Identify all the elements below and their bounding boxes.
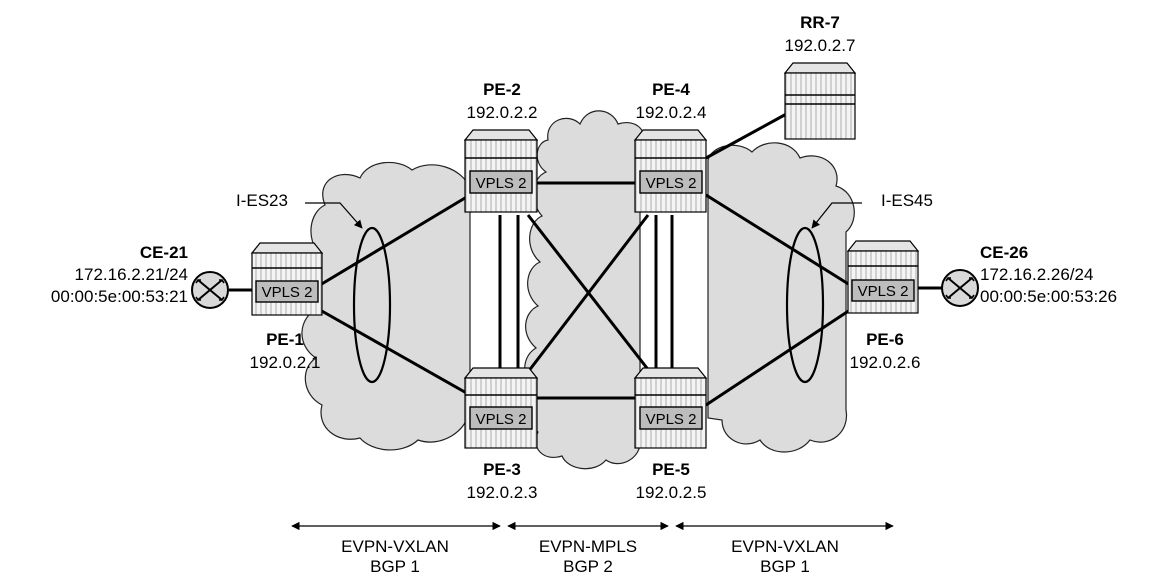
pe5-ip: 192.0.2.5 <box>636 483 707 502</box>
pe4-name: PE-4 <box>652 80 690 99</box>
pe1-name: PE-1 <box>266 330 304 349</box>
pe5-router[interactable]: VPLS 2 <box>633 367 708 449</box>
pe6-service-box <box>851 279 915 302</box>
pe3-service-box <box>469 406 533 430</box>
link-pe5-pe6 <box>705 308 851 407</box>
link-pe1-pe3 <box>319 308 471 397</box>
domain-left-line1: EVPN-VXLAN <box>341 537 449 556</box>
ce26-router-icon[interactable] <box>941 269 979 307</box>
pe4-ip: 192.0.2.4 <box>636 103 707 122</box>
ies23-pointer <box>305 202 363 229</box>
pe1-router[interactable]: VPLS 2 <box>250 242 324 316</box>
pe3-service-label: VPLS 2 <box>476 411 527 428</box>
pe6-name: PE-6 <box>866 330 904 349</box>
link-pe4-pe3 <box>526 214 650 373</box>
ies45-ellipse <box>785 226 825 384</box>
domain-right-line2: BGP 1 <box>760 557 810 576</box>
pe4-service-box <box>639 170 703 194</box>
rr7-router[interactable] <box>783 62 857 140</box>
domain-right-line1: EVPN-VXLAN <box>731 537 839 556</box>
ies45-label: I-ES45 <box>881 191 933 210</box>
ce21-router-icon[interactable] <box>191 271 229 309</box>
right-vxlan-cloud <box>707 142 855 453</box>
domain-left-line2: BGP 1 <box>370 557 420 576</box>
rr7-name: RR-7 <box>800 13 840 32</box>
pe4-service-label: VPLS 2 <box>646 175 697 192</box>
pe2-service-label: VPLS 2 <box>476 175 527 192</box>
ce21-mac: 00:00:5e:00:53:21 <box>51 287 188 306</box>
domain-center-line2: BGP 2 <box>563 557 613 576</box>
pe1-ip: 192.0.2.1 <box>250 353 321 372</box>
pe2-router[interactable]: VPLS 2 <box>463 129 539 213</box>
pe5-service-label: VPLS 2 <box>646 411 697 428</box>
ies23-ellipse <box>352 226 392 384</box>
pe3-ip: 192.0.2.3 <box>467 483 538 502</box>
pe6-service-label: VPLS 2 <box>858 283 909 300</box>
pe1-service-label: VPLS 2 <box>262 284 313 301</box>
pe6-router[interactable]: VPLS 2 <box>846 240 920 314</box>
link-pe4-pe6 <box>705 193 851 287</box>
pe2-service-box <box>469 170 533 194</box>
ce26-mac: 00:00:5e:00:53:26 <box>980 287 1117 306</box>
pe5-name: PE-5 <box>652 460 690 479</box>
left-vxlan-cloud <box>301 161 471 451</box>
pe6-ip: 192.0.2.6 <box>850 353 921 372</box>
ce21-ip: 172.16.2.21/24 <box>75 265 188 284</box>
link-pe4-rr7 <box>705 110 791 160</box>
ce26-ip: 172.16.2.26/24 <box>980 265 1093 284</box>
domain-center-line1: EVPN-MPLS <box>539 537 637 556</box>
pe1-service-box <box>255 280 319 303</box>
link-pe1-pe2 <box>319 193 471 287</box>
rr7-ip: 192.0.2.7 <box>785 36 856 55</box>
pe5-service-box <box>639 406 703 430</box>
pe2-ip: 192.0.2.2 <box>467 103 538 122</box>
pe3-name: PE-3 <box>483 460 521 479</box>
ies23-label: I-ES23 <box>236 191 288 210</box>
pe4-router[interactable]: VPLS 2 <box>633 129 708 213</box>
ies45-pointer <box>811 202 862 229</box>
ce21-name: CE-21 <box>140 243 188 262</box>
center-mpls-cloud <box>524 110 644 470</box>
pe3-router[interactable]: VPLS 2 <box>463 367 539 449</box>
ce26-name: CE-26 <box>980 243 1028 262</box>
pe2-name: PE-2 <box>483 80 521 99</box>
links <box>229 110 942 407</box>
